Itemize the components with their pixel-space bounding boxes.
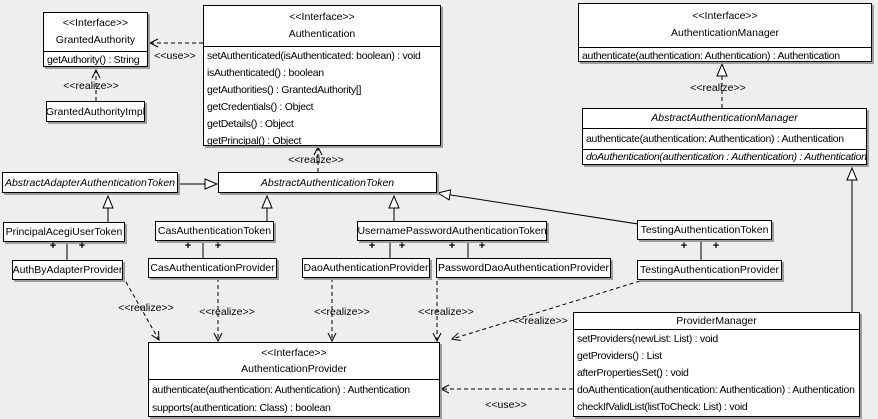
- realize-label: <<realize>>: [418, 306, 474, 318]
- class-provider-manager[interactable]: ProviderManager setProviders(newList: Li…: [573, 312, 860, 417]
- class-username-password-authentication-token[interactable]: UsernamePasswordAuthenticationToken: [357, 221, 547, 241]
- class-name: CasAuthenticationProvider: [150, 262, 275, 274]
- realize-label: <<realize>>: [63, 80, 119, 92]
- method-row: setAuthenticated(isAuthenticated: boolea…: [207, 50, 421, 62]
- realize-testing-provider: [450, 280, 641, 341]
- class-granted-authority[interactable]: <<Interface>> GrantedAuthority getAuthor…: [43, 12, 148, 67]
- class-name: AuthByAdapterProvider: [12, 264, 123, 276]
- class-name: TestingAuthenticationProvider: [640, 264, 779, 276]
- class-name: AuthenticationProvider: [241, 363, 347, 375]
- class-dao-authentication-provider[interactable]: DaoAuthenticationProvider: [302, 258, 430, 278]
- method-row: authenticate(authentication: Authenticat…: [582, 50, 840, 62]
- class-name: CasAuthenticationToken: [157, 225, 272, 237]
- realize-label: <<realize>>: [118, 302, 174, 314]
- class-testing-authentication-token[interactable]: TestingAuthenticationToken: [637, 220, 772, 240]
- class-name: DaoAuthenticationProvider: [303, 262, 429, 274]
- gen-testing-token: [436, 189, 639, 225]
- stereotype-label: <<Interface>>: [692, 10, 758, 22]
- multiplicity-label: +: [368, 240, 376, 252]
- class-name: AuthenticationManager: [671, 27, 779, 39]
- class-authentication[interactable]: <<Interface>> Authentication setAuthenti…: [203, 5, 441, 147]
- multiplicity-label: +: [78, 240, 86, 252]
- stereotype-label: <<Interface>>: [289, 11, 355, 23]
- use-label: <<use>>: [154, 50, 196, 62]
- multiplicity-label: +: [49, 240, 57, 252]
- multiplicity-label: +: [712, 240, 720, 252]
- multiplicity-label: +: [184, 240, 192, 252]
- method-row: isAuthenticated() : boolean: [207, 67, 324, 79]
- class-abstract-adapter-authentication-token[interactable]: AbstractAdapterAuthenticationToken: [2, 172, 178, 193]
- stereotype-label: <<Interface>>: [261, 347, 327, 359]
- method-row: checkIfValidList(listToCheck: List) : vo…: [577, 401, 748, 413]
- class-name: TestingAuthenticationToken: [640, 224, 769, 236]
- method-row: afterPropertiesSet() : void: [577, 367, 689, 379]
- class-name: AbstractAuthenticationToken: [260, 176, 395, 189]
- method-row: getProviders() : List: [577, 350, 662, 362]
- class-abstract-authentication-token[interactable]: AbstractAuthenticationToken: [218, 172, 437, 193]
- method-row: authenticate(authentication: Authenticat…: [586, 133, 844, 145]
- class-name: GrantedAuthorityImpl: [45, 105, 146, 118]
- class-name: AbstractAdapterAuthenticationToken: [4, 176, 176, 189]
- class-password-dao-authentication-provider[interactable]: PasswordDaoAuthenticationProvider: [436, 258, 611, 278]
- class-name: Authentication: [288, 28, 356, 40]
- stereotype-label: <<Interface>>: [62, 17, 129, 29]
- class-auth-by-adapter-provider[interactable]: AuthByAdapterProvider: [12, 260, 123, 280]
- class-testing-authentication-provider[interactable]: TestingAuthenticationProvider: [637, 260, 782, 280]
- class-name: UsernamePasswordAuthenticationToken: [357, 225, 547, 237]
- class-name: ProviderManager: [676, 315, 757, 327]
- class-cas-authentication-token[interactable]: CasAuthenticationToken: [155, 221, 274, 241]
- multiplicity-label: +: [448, 240, 456, 252]
- method-row: getAuthorities() : GrantedAuthority[]: [207, 84, 362, 96]
- method-row: authenticate(authentication: Authenticat…: [152, 384, 410, 396]
- class-abstract-authentication-manager[interactable]: AbstractAuthenticationManager authentica…: [582, 108, 867, 165]
- multiplicity-label: +: [214, 240, 222, 252]
- method-row: getCredentials() : Object: [207, 101, 314, 113]
- method-row: supports(authentication: Class) : boolea…: [152, 402, 331, 414]
- multiplicity-label: +: [680, 240, 688, 252]
- multiplicity-label: +: [478, 240, 486, 252]
- class-principal-acegi-user-token[interactable]: PrincipalAcegiUserToken: [3, 222, 125, 242]
- class-name: PasswordDaoAuthenticationProvider: [437, 262, 609, 274]
- method-row: doAuthentication(authentication: Authent…: [577, 384, 855, 396]
- method-row: getAuthority() : String: [47, 54, 140, 66]
- class-granted-authority-impl[interactable]: GrantedAuthorityImpl: [46, 101, 145, 122]
- realize-label: <<realize>>: [288, 154, 344, 166]
- method-row: getDetails() : Object: [207, 118, 294, 130]
- realize-label: <<realize>>: [199, 306, 255, 318]
- method-row-abstract: doAuthentication(authentication : Authen…: [586, 151, 867, 163]
- class-cas-authentication-provider[interactable]: CasAuthenticationProvider: [148, 258, 277, 278]
- class-authentication-provider[interactable]: <<Interface>> AuthenticationProvider aut…: [148, 342, 440, 417]
- method-row: setProviders(newList: List) : void: [577, 333, 718, 345]
- realize-label: <<realize>>: [512, 315, 568, 327]
- multiplicity-label: +: [398, 240, 406, 252]
- class-name: AbstractAuthenticationManager: [651, 112, 798, 124]
- realize-label: <<realize>>: [314, 306, 370, 318]
- realize-label: <<realize>>: [690, 82, 746, 94]
- use-label: <<use>>: [485, 399, 527, 411]
- method-row: getPrincipal() : Object: [207, 135, 302, 147]
- class-authentication-manager[interactable]: <<Interface>> AuthenticationManager auth…: [578, 3, 872, 62]
- class-name: GrantedAuthority: [55, 34, 136, 46]
- class-name: PrincipalAcegiUserToken: [5, 226, 123, 238]
